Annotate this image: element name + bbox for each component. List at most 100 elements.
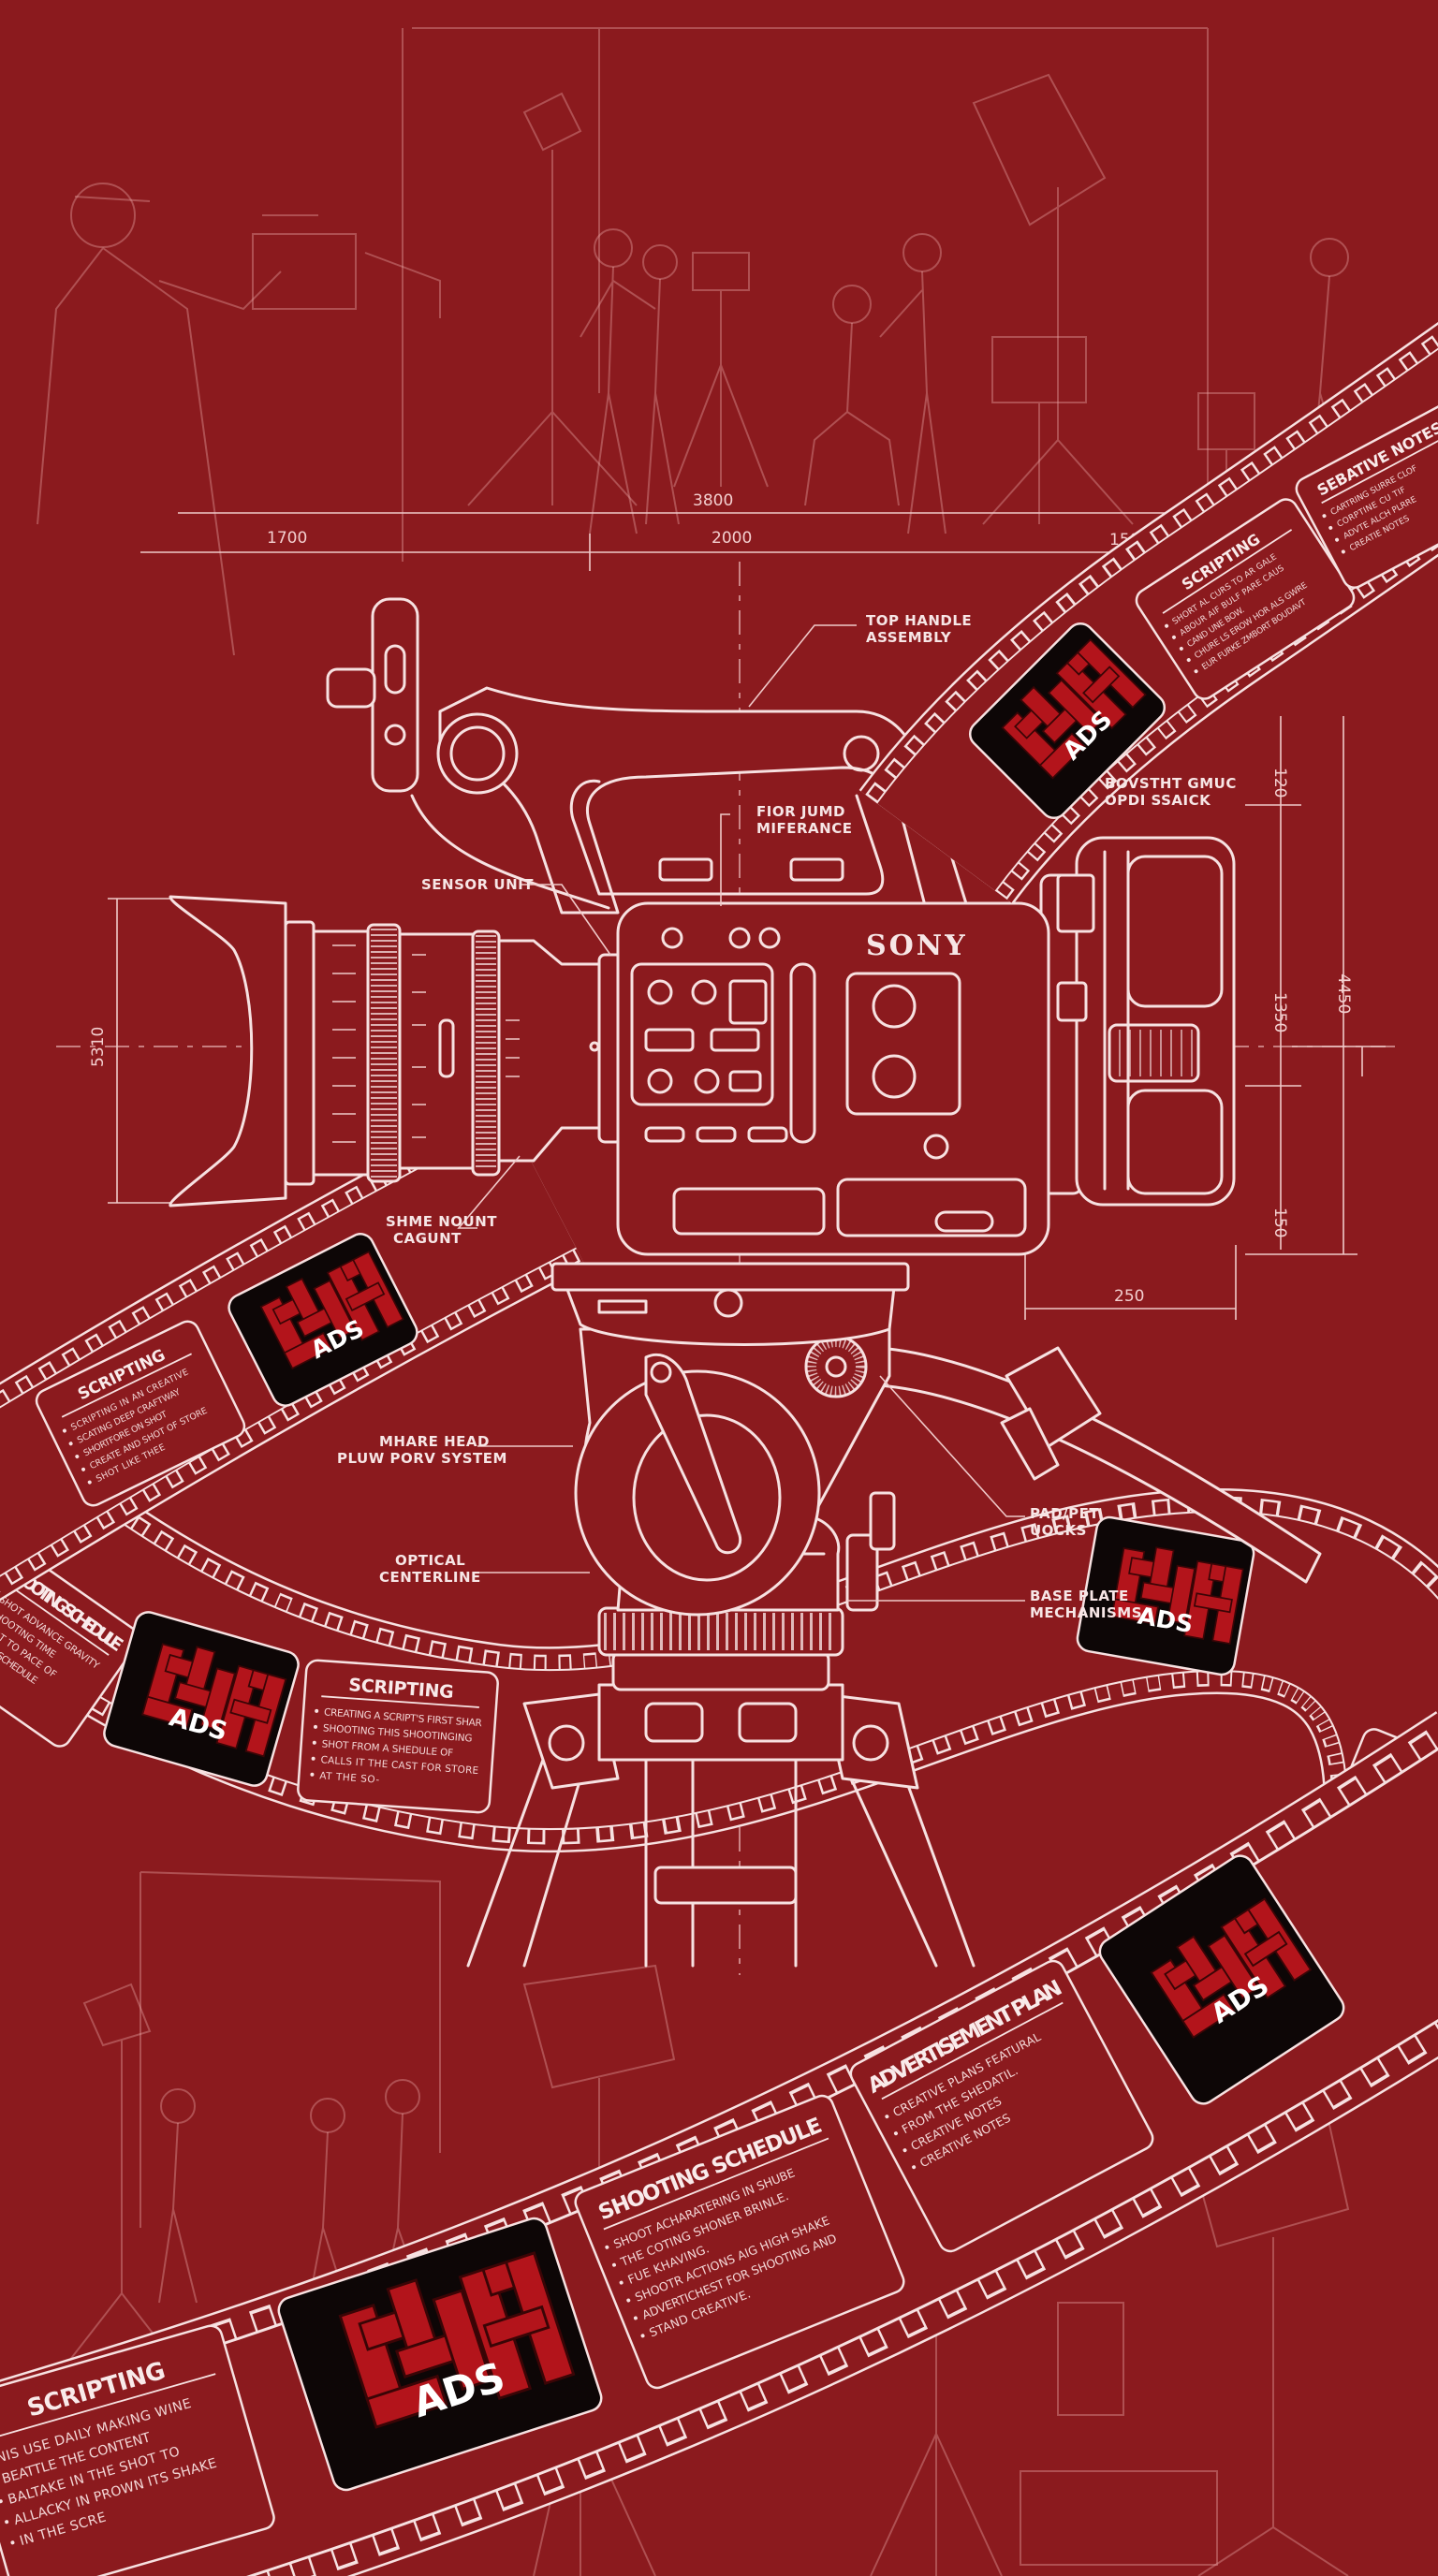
panel-frame — [574, 2094, 905, 2390]
bullet-icon — [1328, 525, 1333, 530]
bullet-icon — [5, 2520, 9, 2525]
bullet-icon — [619, 2280, 624, 2285]
pan-bar-handle — [878, 1346, 1322, 1584]
camera-blueprint: SONY — [169, 597, 1322, 1968]
lens-scale-marks — [332, 944, 520, 1143]
logo-block — [1181, 1993, 1236, 2039]
callout-handle-interface: FIOR JUMD MIFERANCE — [720, 803, 852, 906]
panel-title-underline — [321, 1695, 479, 1708]
bullet-icon — [1165, 623, 1169, 628]
ads-logo-frame: ADS — [1098, 1854, 1345, 2105]
panel-title-underline — [5, 1582, 110, 1656]
callout-text: PLUW PORV SYSTEM — [337, 1450, 507, 1467]
bullet-icon — [310, 1772, 315, 1777]
callout-text: CENTERLINE — [379, 1569, 481, 1586]
bullet-icon — [315, 1708, 319, 1713]
bullet-icon — [81, 1467, 86, 1471]
callout-text: BASE PLATE — [1030, 1588, 1129, 1604]
fluid-head — [574, 1327, 896, 1617]
logo-block — [365, 2374, 448, 2429]
ads-logo-mark: ADS — [1001, 638, 1147, 780]
base-plate — [550, 1262, 910, 1346]
callout-text: MHARE HEAD — [379, 1433, 490, 1450]
panel-title-underline — [61, 1353, 193, 1418]
callout-fluid-head: MHARE HEAD PLUW PORV SYSTEM — [337, 1433, 573, 1467]
bullet-icon — [1186, 658, 1191, 663]
bullet-icon — [1335, 537, 1340, 542]
bullet-icon — [0, 2499, 3, 2504]
bullet-icon — [313, 1724, 317, 1729]
logo-block — [1207, 1934, 1260, 2000]
callout-text: MECHANISMS — [1030, 1604, 1142, 1621]
callout-text: ASSEMBLY — [866, 629, 952, 646]
panel-title-underline — [603, 2137, 829, 2231]
bullet-icon — [1194, 669, 1198, 674]
callout-text: OPDI SSAICK — [1105, 792, 1211, 809]
ads-logo-mark: ADS — [1110, 1546, 1244, 1645]
ads-logo-mark: ADS — [338, 2251, 576, 2429]
panel-frame — [1295, 402, 1438, 590]
panel-frame — [0, 2324, 275, 2576]
bullet-icon — [893, 2131, 898, 2136]
camera-brand-label: SONY — [866, 929, 968, 962]
side-monitor — [1056, 836, 1236, 1207]
logo-block — [432, 2289, 492, 2392]
panel-frame — [35, 1320, 246, 1507]
dimension-lens-height: 5310 — [89, 1027, 108, 1067]
top-handle-assembly — [326, 597, 971, 915]
dimension-top-middle: 2000 — [712, 529, 752, 548]
callout-sensor-unit: SENSOR UNIT — [421, 876, 611, 956]
panel-title-underline — [1162, 529, 1293, 614]
callout-pan-tilt-locks: PAD/PET UOCKS — [879, 1375, 1099, 1539]
lens — [169, 895, 624, 1208]
tripod-legs — [466, 1683, 976, 1968]
panel-title-underline — [881, 2001, 1064, 2100]
bullet-icon — [1171, 635, 1176, 639]
bullet-icon — [902, 2148, 907, 2153]
logo-block — [283, 1331, 333, 1370]
bullet-icon — [311, 1756, 315, 1761]
bullet-icon — [62, 1428, 66, 1433]
logo-block — [1047, 679, 1104, 735]
logo-block — [229, 1698, 272, 1724]
logo-block — [345, 1281, 386, 1312]
logo-block — [482, 2305, 550, 2349]
panel-title-underline — [0, 2373, 216, 2441]
callout-base-plate: BASE PLATE MECHANISMS — [847, 1588, 1142, 1621]
callout-monitor: BOVSTHT GMUC OPDI SSAICK — [1105, 775, 1236, 809]
dimension-right-top: 120 — [1270, 768, 1289, 798]
ads-logo-frame: ADS — [968, 622, 1167, 820]
bullet-icon — [312, 1740, 316, 1745]
ads-logo-frame: ADS — [1076, 1515, 1255, 1676]
dimension-top-overall: 3800 — [693, 491, 733, 510]
callout-text: MIFERANCE — [756, 820, 852, 837]
bullet-icon — [605, 2245, 609, 2249]
logo-block — [1167, 1564, 1196, 1625]
panel-frame — [0, 1547, 140, 1748]
panel-title-underline — [1321, 434, 1438, 505]
ads-logo-frame: ADS — [227, 1233, 418, 1407]
logo-block — [313, 1279, 357, 1339]
ads-logo-frame: ADS — [103, 1611, 300, 1787]
bullet-icon — [885, 2115, 889, 2119]
callout-text: FIOR JUMD — [756, 803, 845, 820]
dimension-right-bottom: 150 — [1270, 1208, 1289, 1237]
logo-block — [1038, 732, 1086, 780]
logo-block — [1110, 1598, 1159, 1625]
dimension-right-overall: 4450 — [1334, 973, 1353, 1014]
callout-text: PAD/PET — [1030, 1505, 1099, 1522]
bullet-icon — [912, 2165, 917, 2170]
bullet-icon — [640, 2334, 645, 2338]
callout-mount: SHME NOUNT CAGUNT — [386, 1155, 521, 1247]
panel-frame — [849, 1959, 1154, 2253]
panel-frame — [1135, 498, 1356, 700]
bullet-icon — [1322, 514, 1327, 519]
camera-body: SONY — [616, 873, 1084, 1256]
ads-logo-mark: ADS — [141, 1643, 287, 1758]
panel-line: AT THE SO- — [319, 1770, 380, 1785]
